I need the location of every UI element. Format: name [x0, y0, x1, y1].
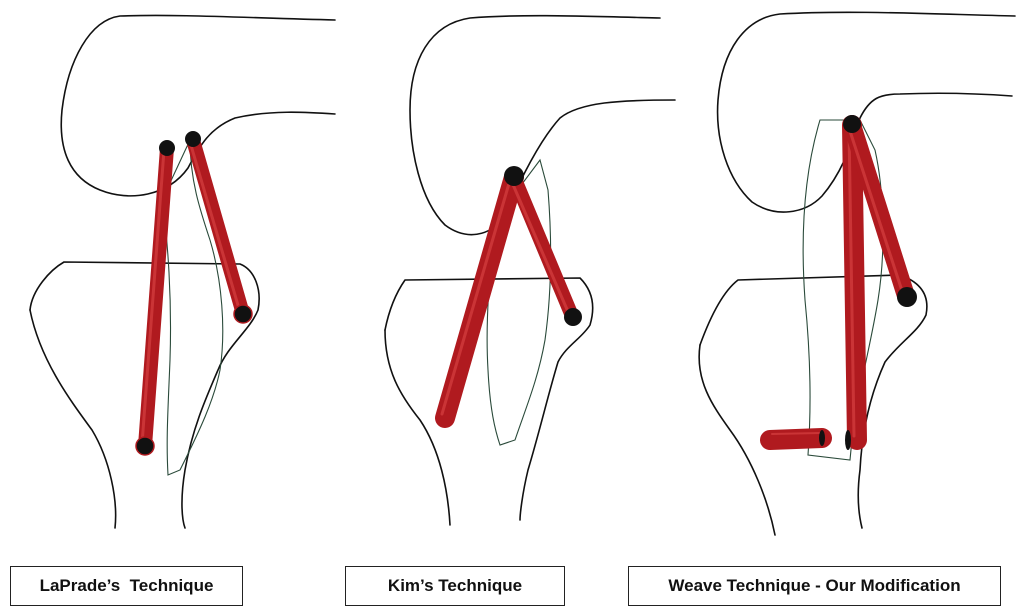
graft-limb-tibial-highlight	[442, 180, 510, 414]
graft-strand-2-highlight	[190, 142, 240, 312]
caption-laprade-technique: LaPrade’s Technique	[10, 566, 243, 606]
tibia-outline	[700, 275, 927, 528]
femoral-tunnel-1	[159, 140, 175, 156]
panel-kim	[385, 16, 675, 525]
fibular-tunnel	[234, 305, 252, 323]
tibial-tunnel-exit	[819, 430, 825, 446]
tibia-outline	[385, 278, 593, 520]
panel-laprade	[30, 15, 335, 528]
graft-limb-fibular-highlight	[511, 180, 569, 314]
tibial-tunnel	[136, 437, 154, 455]
graft-limb-fibular	[514, 177, 572, 316]
graft-limb-tibial	[445, 177, 514, 418]
caption-kim-technique: Kim’s Technique	[345, 566, 565, 606]
femoral-tunnel-2	[185, 131, 201, 147]
femoral-tunnel	[843, 115, 861, 133]
caption-weave-technique: Weave Technique - Our Modification	[628, 566, 1001, 606]
graft-tibial-tail-highlight	[772, 433, 820, 434]
panel-weave	[699, 12, 1015, 535]
graft-strand-1	[145, 148, 167, 446]
tibia-outline-medial	[385, 330, 450, 525]
fibular-tunnel	[897, 287, 917, 307]
femoral-tunnel	[504, 166, 524, 186]
graft-strand-2	[193, 140, 243, 314]
tibial-tunnel-entry	[845, 430, 851, 450]
graft-tibial-tail	[770, 438, 822, 440]
femur-outline	[410, 16, 675, 235]
tibia-outline-medial	[30, 310, 116, 528]
fibular-tunnel	[564, 308, 582, 326]
